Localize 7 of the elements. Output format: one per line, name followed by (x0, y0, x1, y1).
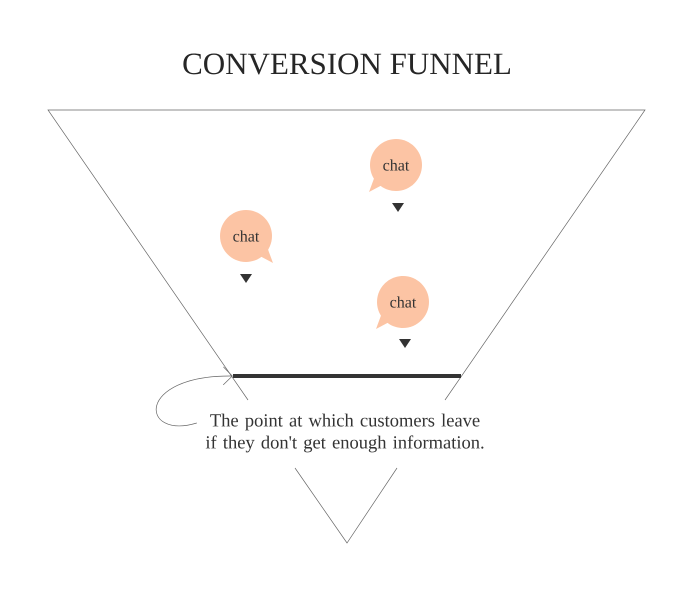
speech-bubble: chat (376, 276, 429, 329)
speech-bubble: chat (369, 139, 422, 192)
leader-arrow (156, 366, 233, 426)
title: CONVERSION FUNNEL (183, 54, 510, 74)
note-text: The point at which customers leave if they don't get enough information. (206, 414, 484, 452)
speech-bubble: chat (220, 210, 273, 263)
threshold-bar (233, 374, 461, 378)
